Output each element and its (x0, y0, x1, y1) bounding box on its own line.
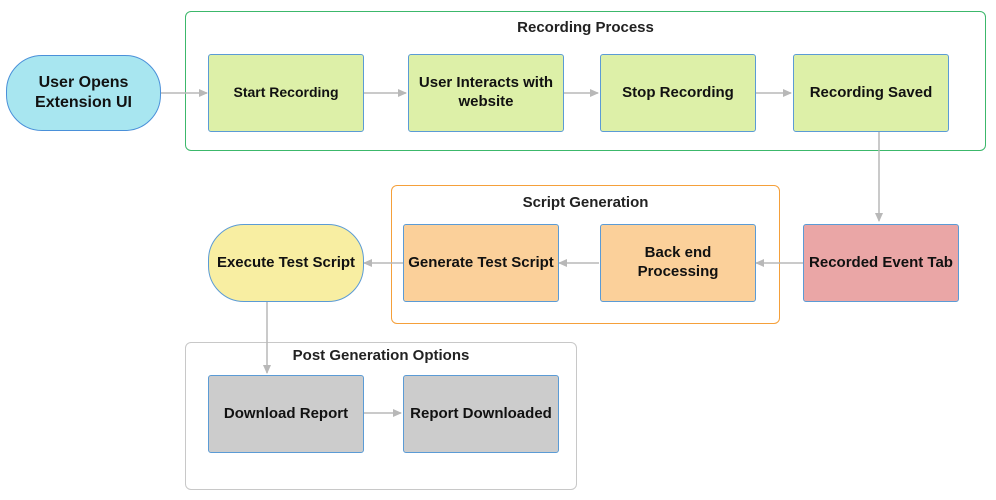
node-report-downloaded-label: Report Downloaded (410, 404, 552, 422)
node-start-recording: Start Recording (208, 54, 364, 132)
node-stop-recording: Stop Recording (600, 54, 756, 132)
recording-process-title: Recording Process (517, 19, 654, 36)
node-recording-saved: Recording Saved (793, 54, 949, 132)
node-backend-processing: Back end Processing (600, 224, 756, 302)
node-execute-test-script: Execute Test Script (208, 224, 364, 302)
node-user-opens-extension-ui: User Opens Extension UI (6, 55, 161, 131)
node-recording-saved-label: Recording Saved (809, 83, 933, 101)
node-stop-recording-label: Stop Recording (622, 83, 734, 101)
script-generation-group: Script Generation (391, 185, 780, 324)
node-user-interacts-label: User Interacts with website (418, 74, 554, 110)
node-report-downloaded: Report Downloaded (403, 375, 559, 453)
node-user-opens-label: User Opens Extension UI (35, 74, 132, 111)
node-user-interacts: User Interacts with website (408, 54, 564, 132)
node-start-recording-label: Start Recording (233, 84, 339, 101)
node-recorded-event-tab: Recorded Event Tab (803, 224, 959, 302)
node-execute-test-script-label: Execute Test Script (216, 253, 356, 271)
recording-process-group: Recording Process (185, 11, 986, 151)
post-generation-title: Post Generation Options (292, 347, 470, 364)
node-backend-processing-label: Back end Processing (637, 244, 719, 280)
post-generation-group: Post Generation Options (185, 342, 577, 490)
node-download-report: Download Report (208, 375, 364, 453)
node-generate-test-script-label: Generate Test Script (408, 253, 554, 271)
node-recorded-event-tab-label: Recorded Event Tab (809, 253, 953, 271)
script-generation-title: Script Generation (522, 194, 649, 211)
node-generate-test-script: Generate Test Script (403, 224, 559, 302)
node-download-report-label: Download Report (223, 404, 349, 422)
